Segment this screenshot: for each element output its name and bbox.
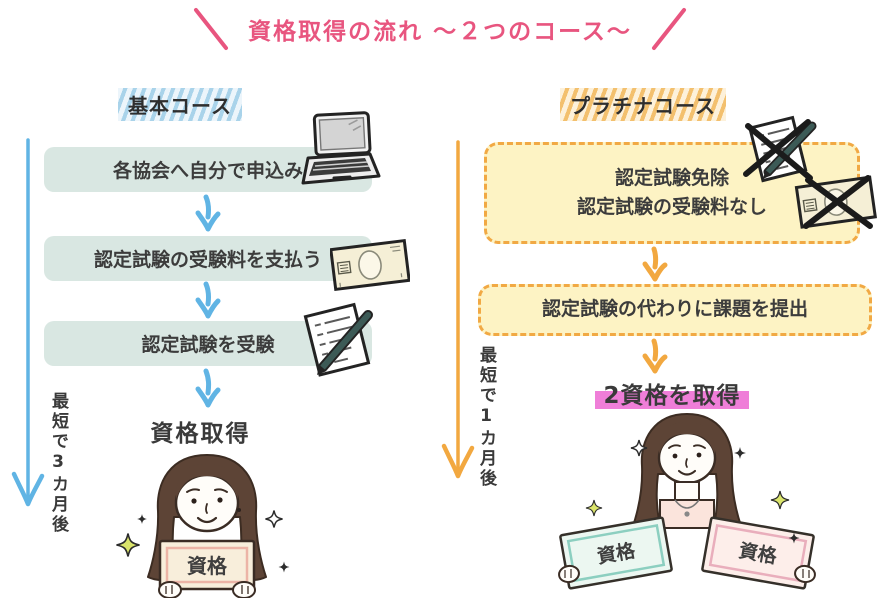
- page-title: 資格取得の流れ ～２つのコース～: [248, 19, 632, 45]
- laptop-icon: [301, 111, 381, 185]
- basic-arrow-1-icon: [195, 194, 221, 232]
- cross-out-mark: [743, 119, 813, 181]
- certificate: [158, 539, 256, 591]
- cross-out-mark: [803, 175, 873, 229]
- platinum-course-header: プラチナコース: [560, 88, 726, 121]
- crossed-banknote-icon: [794, 175, 877, 229]
- basic-course-header: 基本コース: [118, 88, 242, 121]
- title-right-slash-icon: [651, 8, 686, 50]
- neck: [674, 481, 700, 501]
- platinum-step-1-line-2: 認定試験の受験料なし: [576, 196, 767, 218]
- platinum-arrow-1-icon: [642, 246, 668, 282]
- basic-arrow-2-icon: [195, 281, 221, 319]
- basic-timeline-arrow-icon: [11, 138, 45, 507]
- basic-result-label: 資格取得: [150, 421, 251, 447]
- basic-arrow-3-icon: [195, 368, 221, 408]
- platinum-result-label: 2資格を取得: [484, 376, 860, 410]
- necklace: [674, 499, 700, 509]
- platinum-timeline-arrow-icon: [441, 140, 475, 479]
- earring: [237, 508, 241, 512]
- certificate-left: 資格: [559, 516, 673, 590]
- sparkle-icons: [585, 439, 800, 544]
- basic-step-1-label: 各協会へ自分で申込み: [112, 160, 303, 182]
- platinum-step-1-line-1: 認定試験免除: [614, 166, 729, 189]
- basic-step-2-box: 認定試験の受験料を支払う: [44, 236, 372, 281]
- sparkle-icons: [116, 510, 290, 573]
- crossed-exam-sheet-pen-icon: [743, 115, 817, 183]
- platinum-step-2-box: 認定試験の代わりに課題を提出: [478, 284, 872, 336]
- exam-sheet-pen-icon: [303, 302, 373, 377]
- fringe: [659, 422, 715, 454]
- basic-step-2-label: 認定試験の受験料を支払う: [93, 249, 322, 271]
- basic-step-3-label: 認定試験を受験: [141, 334, 275, 356]
- banknote-icon: [330, 238, 410, 292]
- platinum-arrow-2-icon: [642, 338, 668, 374]
- page-title-row: 資格取得の流れ ～２つのコース～: [0, 6, 880, 52]
- woman-two-certificates-illustration: 資格 資格: [558, 413, 816, 590]
- certificate-label: 資格: [187, 554, 228, 578]
- platinum-duration-label: 最短で1カ月後: [476, 346, 496, 489]
- fringe: [176, 464, 238, 499]
- basic-duration-label: 最短で3カ月後: [48, 392, 68, 535]
- platinum-result-highlight: 2資格を取得: [595, 383, 749, 409]
- woman-one-certificate-illustration: 資格: [116, 454, 290, 598]
- face-features: [668, 444, 706, 476]
- title-left-slash-icon: [194, 8, 229, 50]
- face-features: [186, 488, 228, 524]
- certificate-right: 資格: [701, 516, 815, 590]
- platinum-step-2-line-1: 認定試験の代わりに課題を提出: [541, 298, 808, 321]
- hands: [558, 564, 816, 584]
- hands: [158, 581, 256, 598]
